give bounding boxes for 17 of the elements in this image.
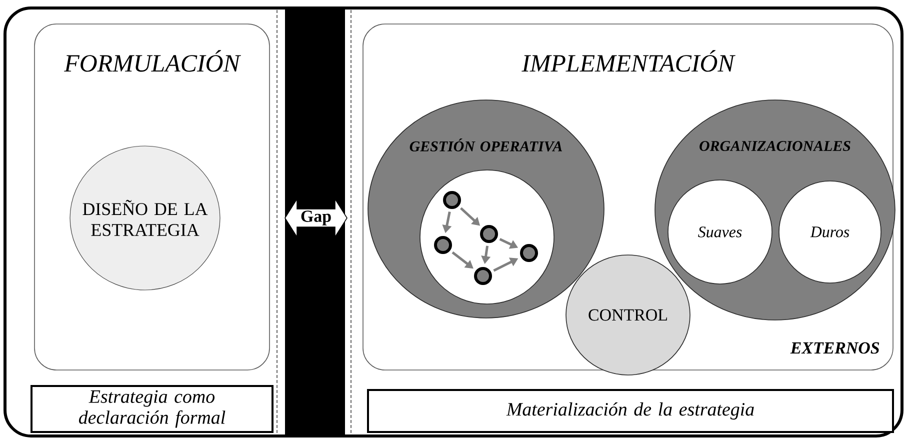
panel-title: FORMULACIÓN <box>64 50 242 72</box>
panel-title: IMPLEMENTACIÓN <box>522 50 736 72</box>
node-dot <box>520 244 538 262</box>
circle-label: DISEÑO DE LA ESTRATEGIA <box>82 200 208 236</box>
circle-label: Duros <box>810 226 850 238</box>
node-dot <box>480 225 498 243</box>
caption-text: Estrategia como declaración formal <box>78 390 226 428</box>
arrow-label: Gap <box>301 210 331 226</box>
node-dot <box>434 236 452 254</box>
node-dot <box>474 267 492 285</box>
circle-label: CONTROL <box>588 309 667 321</box>
circle-label: Suaves <box>698 226 742 238</box>
circle-title: GESTIÓN OPERATIVA <box>410 138 562 152</box>
caption-text: Materialización de la estrategia <box>506 402 754 420</box>
region-label: EXTERNOS <box>790 342 880 354</box>
node-dot <box>443 191 461 209</box>
circle-title: ORGANIZACIONALES <box>700 140 850 151</box>
